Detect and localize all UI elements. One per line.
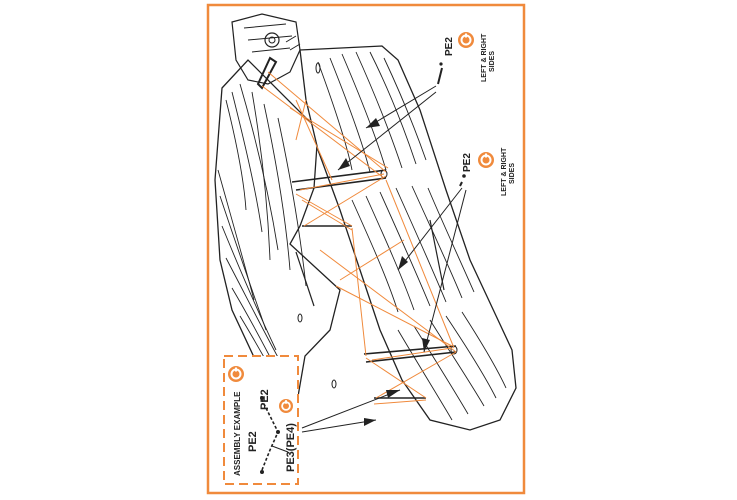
inset-part-0: PE2 <box>247 431 259 452</box>
callout-part-label: PE2 <box>444 37 455 56</box>
upper-wing <box>299 45 517 431</box>
assembly-chain-sketch <box>260 396 289 474</box>
strut-fitting <box>297 313 303 323</box>
cabane-fitting <box>315 62 321 74</box>
strut-fitting-2 <box>331 379 337 389</box>
callout-note-line1: LEFT & RIGHT <box>481 33 488 82</box>
callout-part-label: PE2 <box>462 153 473 172</box>
pointer-arrows <box>301 85 467 433</box>
arrow-head <box>386 390 400 398</box>
callout-top: PE2 LEFT & RIGHT SIDES <box>437 32 496 85</box>
etched-part-symbol-icon <box>478 152 494 168</box>
callout-note-line2: SIDES <box>489 51 496 72</box>
callout-note-line1: LEFT & RIGHT <box>501 147 508 196</box>
callout-middle: PE2 LEFT & RIGHT SIDES <box>459 147 516 196</box>
arrow-head <box>338 158 350 170</box>
etched-part-symbol-icon <box>279 399 293 413</box>
pe2-part-sketch <box>437 67 443 85</box>
arrow-head <box>422 338 430 352</box>
inset-title: ASSEMBLY EXAMPLE <box>233 391 242 476</box>
inset-part-1: PE2 <box>259 389 271 410</box>
arrow-head <box>366 118 380 128</box>
aileron-line-lower <box>295 251 315 307</box>
inset-part-2: PE3(PE4) <box>285 423 297 472</box>
etched-part-symbol-icon <box>458 32 474 48</box>
fuselage-front <box>231 13 301 90</box>
arrow-head <box>398 256 408 270</box>
pe2-part-dot <box>462 174 466 178</box>
arrow-head <box>364 418 376 426</box>
page-frame <box>206 3 526 495</box>
upper-wing-ribs <box>317 51 507 421</box>
etched-part-symbol-icon <box>228 366 244 382</box>
callout-note-line2: SIDES <box>509 163 516 184</box>
aileron-line <box>429 219 445 291</box>
assembly-example-inset: ASSEMBLY EXAMPLE PE2 PE2 PE3(PE4) <box>223 355 299 485</box>
pe2-part-sketch <box>459 181 463 187</box>
pe2-part-dot <box>439 62 443 66</box>
